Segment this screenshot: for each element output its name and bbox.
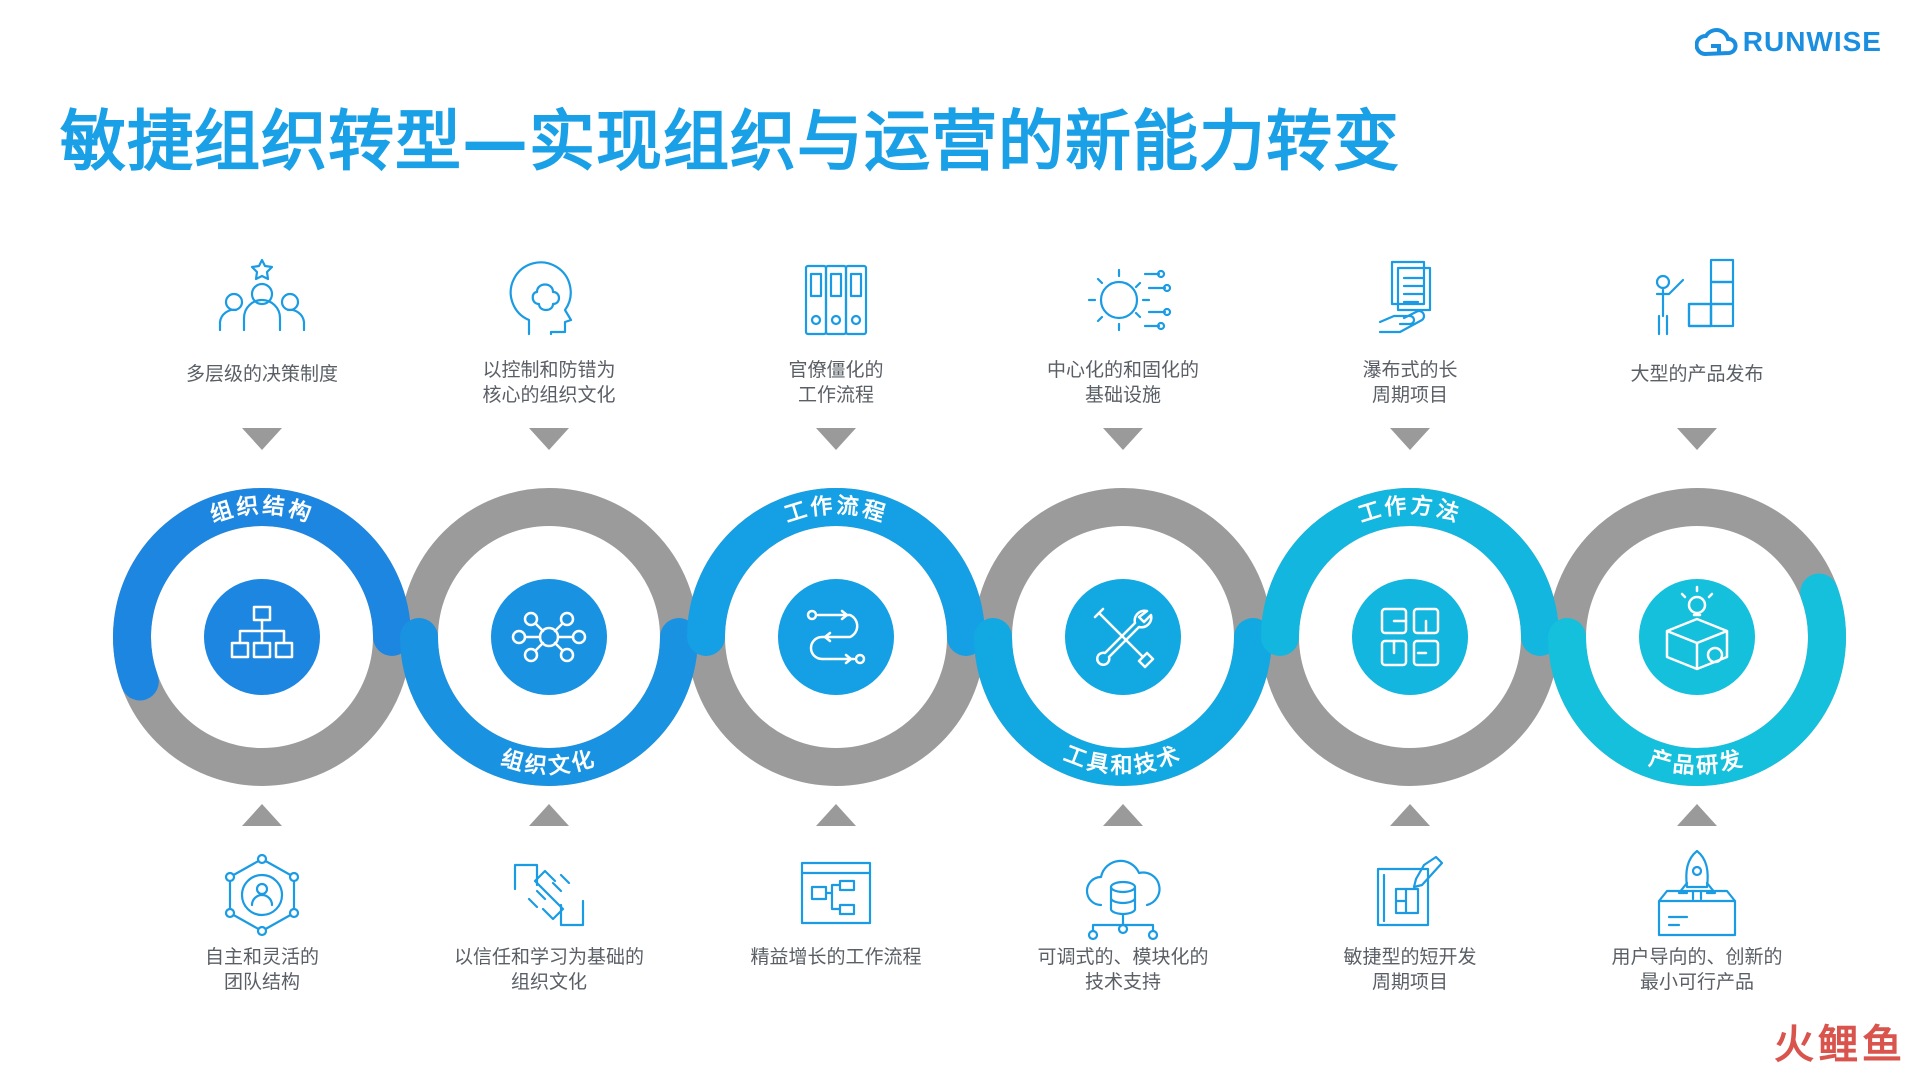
idea-box-gear-icon	[1665, 585, 1729, 671]
blueprint-pencil-icon	[1376, 855, 1444, 927]
workflow-path-icon	[806, 609, 866, 665]
arrow-up-icon	[1677, 804, 1717, 826]
stage-ring-arc	[113, 488, 411, 701]
stage-ring-arc	[974, 618, 1272, 786]
arrow-down-icon	[1390, 428, 1430, 450]
after-label: 自主和灵活的 团队结构	[204, 946, 319, 993]
after-label: 敏捷型的短开发 周期项目	[1343, 946, 1477, 993]
before-label: 中心化的和固化的 基础设施	[1046, 359, 1199, 406]
arrow-down-icon	[1677, 428, 1717, 450]
before-label: 多层级的决策制度	[185, 363, 338, 385]
documents-hand-icon	[1378, 260, 1432, 334]
handshake-icon	[513, 863, 585, 927]
tools-wrench-icon	[1093, 607, 1155, 669]
arrow-down-icon	[242, 428, 282, 450]
arrow-up-icon	[1103, 804, 1143, 826]
arrow-up-icon	[816, 804, 856, 826]
cloud-database-icon	[1085, 859, 1161, 941]
after-label: 可调式的、模块化的 技术支持	[1037, 946, 1209, 993]
page-title: 敏捷组织转型—实现组织与运营的新能力转变	[60, 103, 1400, 180]
stage-ring-arc	[1261, 488, 1559, 656]
before-label: 瀑布式的长 周期项目	[1362, 359, 1458, 406]
gear-globe-icon	[1087, 268, 1172, 332]
after-label: 精益增长的工作流程	[750, 946, 922, 968]
presenter-boxes-icon	[1655, 258, 1735, 336]
rocket-box-icon	[1657, 849, 1737, 937]
arrow-down-icon	[529, 428, 569, 450]
arrow-up-icon	[242, 804, 282, 826]
brain-head-icon	[509, 261, 573, 336]
people-network-icon	[511, 611, 587, 663]
stage-ring-arc	[687, 488, 985, 656]
before-label: 以控制和防错为 核心的组织文化	[482, 359, 616, 406]
before-label: 官僚僵化的 工作流程	[788, 359, 884, 406]
arrow-up-icon	[529, 804, 569, 826]
after-label: 用户导向的、创新的 最小可行产品	[1611, 946, 1783, 993]
watermark: 火鲤鱼	[1774, 1022, 1906, 1068]
stage-center-circle	[491, 579, 607, 695]
team-leader-star-icon	[218, 258, 306, 332]
brand-logo: RUNWISE	[1694, 24, 1882, 60]
flowchart-window-icon	[800, 861, 872, 925]
cloud-logo-icon	[1694, 28, 1738, 57]
stage-ring-arc	[1548, 573, 1846, 786]
arrow-down-icon	[816, 428, 856, 450]
stage-center-circle	[1352, 579, 1468, 695]
arrow-down-icon	[1103, 428, 1143, 450]
modules-grid-icon	[1380, 607, 1440, 667]
before-label: 大型的产品发布	[1630, 363, 1764, 385]
stage-ring-arc	[400, 618, 698, 786]
network-team-icon	[224, 853, 300, 937]
arrow-up-icon	[1390, 804, 1430, 826]
after-label: 以信任和学习为基础的 组织文化	[453, 946, 644, 993]
brand-name: RUNWISE	[1742, 26, 1882, 57]
stage-center-circle	[1639, 579, 1755, 695]
org-chart-icon	[230, 605, 294, 659]
binders-icon	[804, 264, 868, 336]
